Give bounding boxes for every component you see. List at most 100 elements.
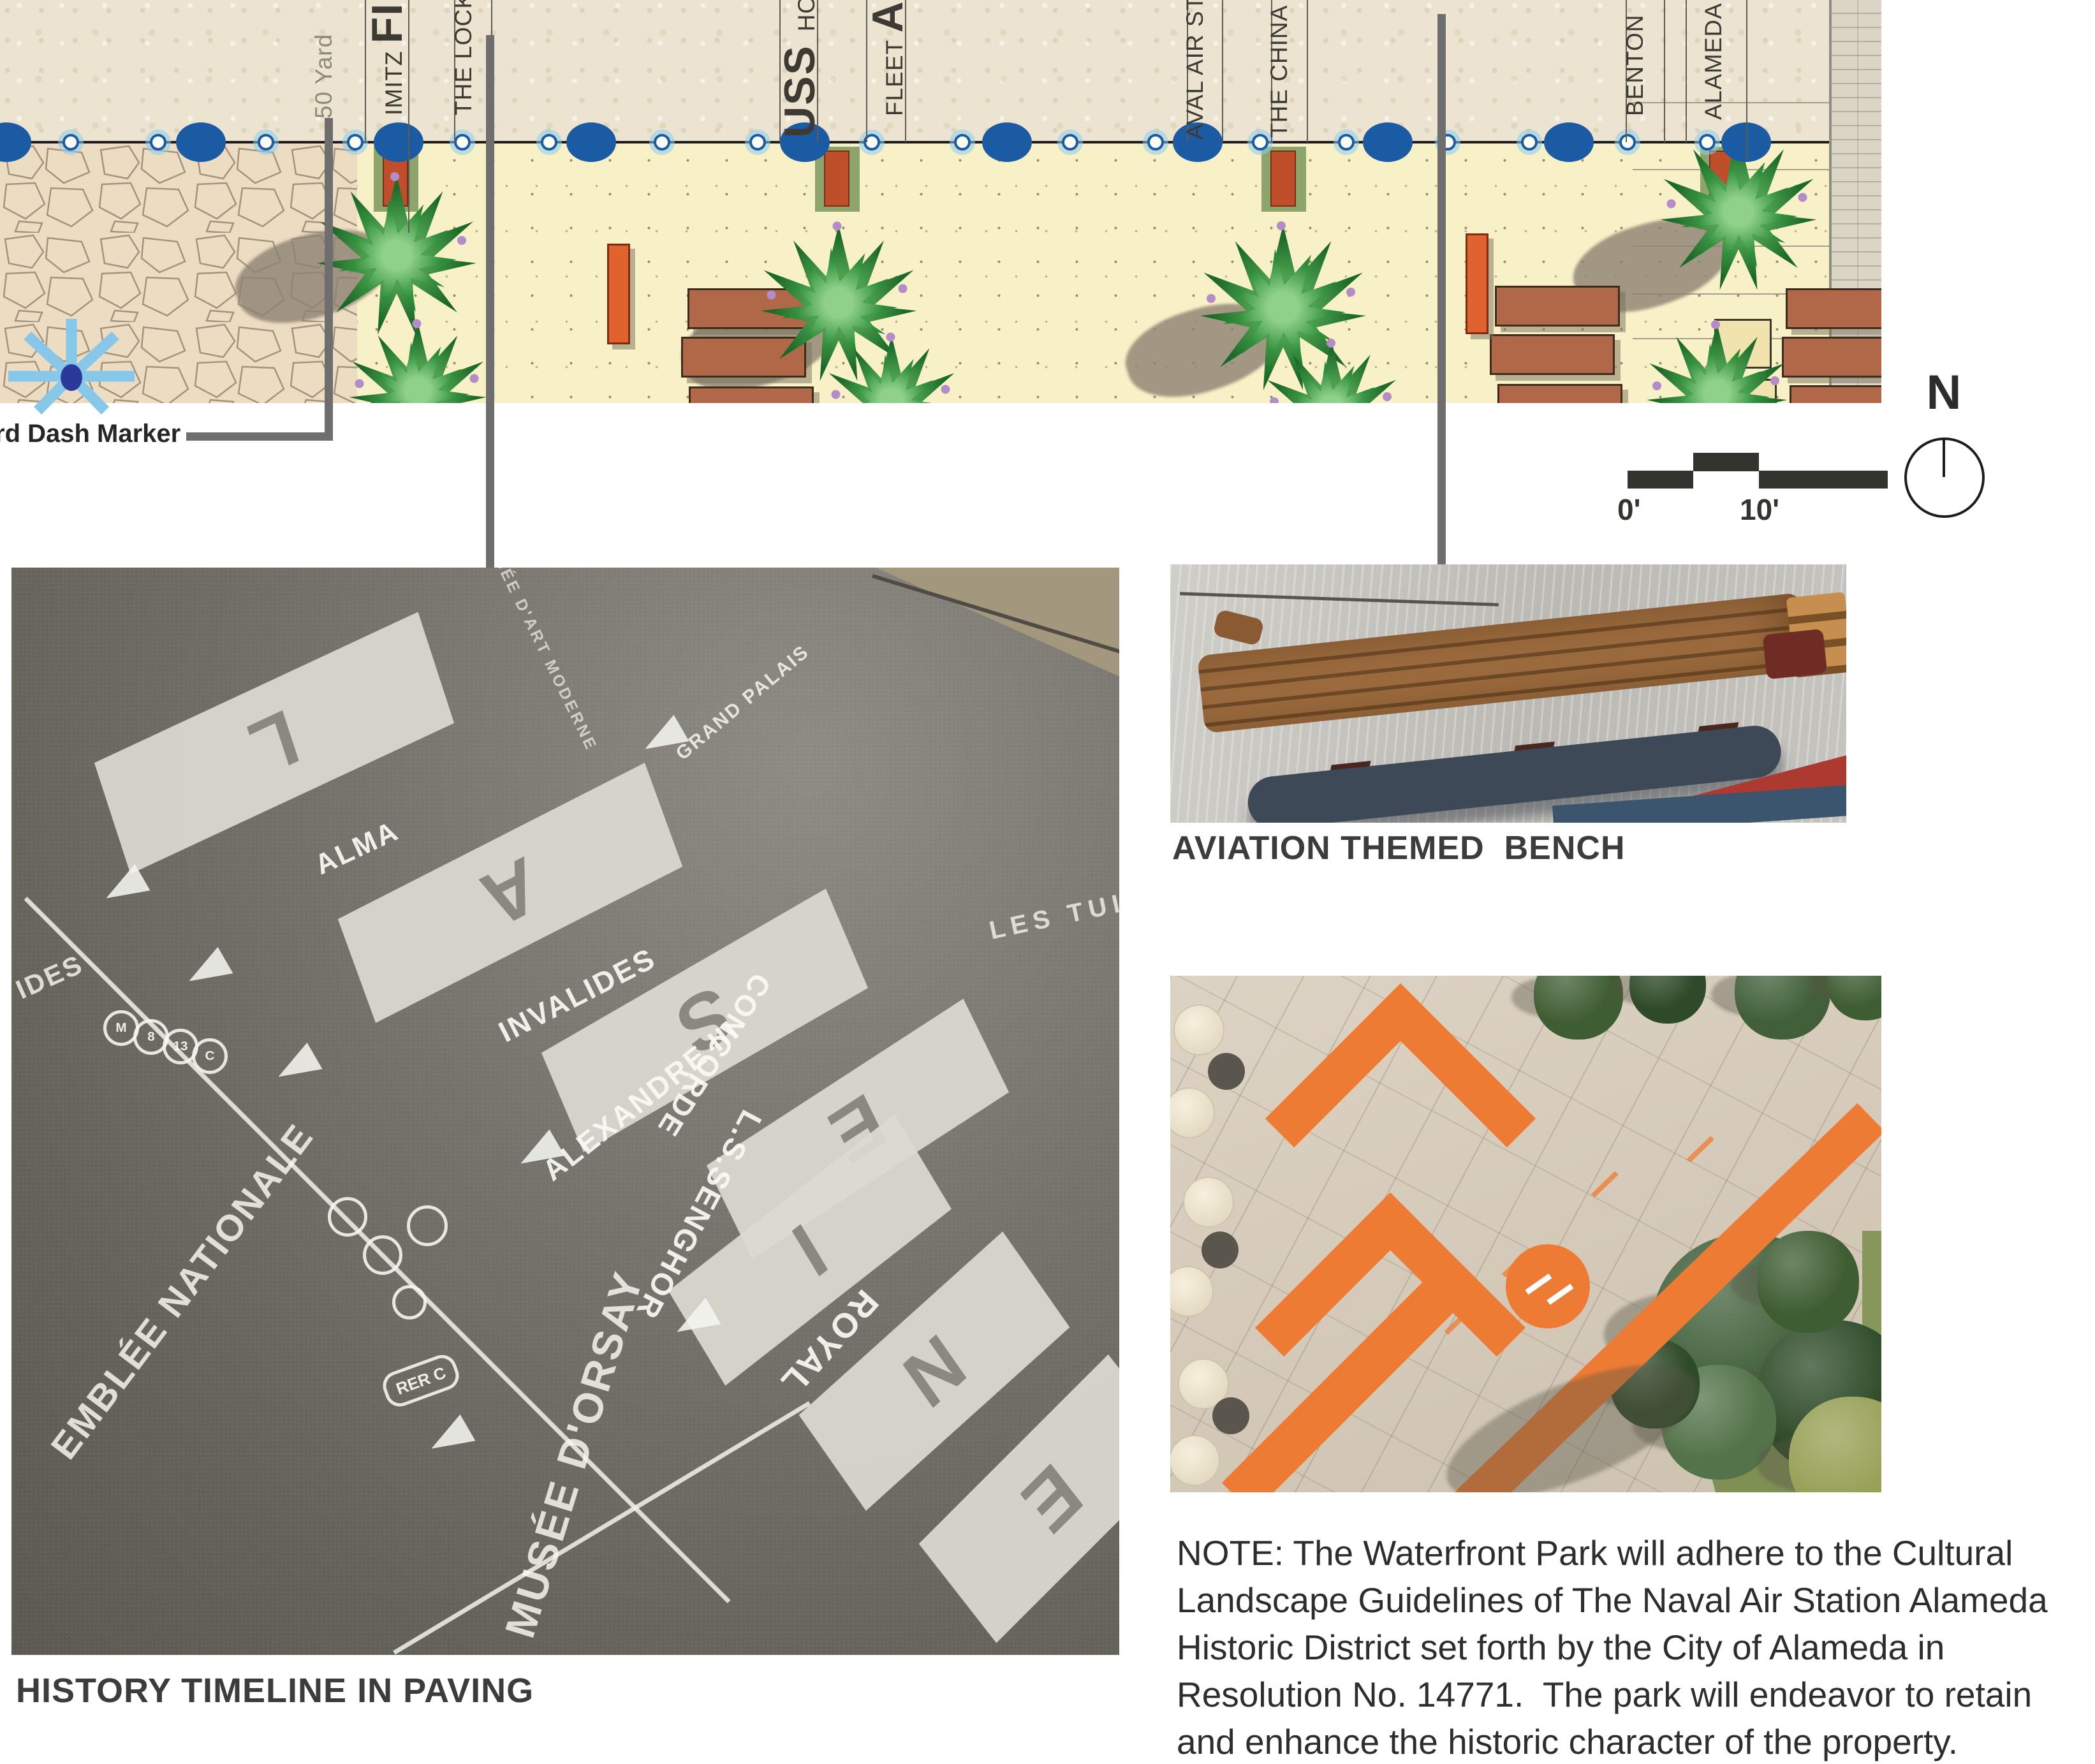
seine-letter: L (239, 692, 309, 794)
timeline-dot (780, 122, 830, 162)
dark-umbrella (1212, 1397, 1249, 1434)
tree-canopy (1534, 976, 1623, 1040)
street-label-uss-hornet: USS HOR (775, 0, 825, 138)
bench-end-support (1762, 628, 1828, 680)
tree-canopy (1757, 1231, 1859, 1333)
label-guide-line (905, 0, 906, 142)
street-label-text: HOR (793, 0, 820, 32)
yard-dash-marker-icon (8, 319, 135, 415)
dash-marker-leader-vertical (325, 118, 333, 440)
palm-flower (1652, 381, 1661, 391)
plan-kiosk (1466, 233, 1489, 334)
street-label-benton: BENTON (1622, 14, 1649, 116)
street-label-fifty-yard-marker: 50 Yard (311, 34, 337, 119)
scale-ten-label: 10' (1740, 493, 1780, 526)
note-paragraph: NOTE: The Waterfront Park will adhere to… (1177, 1529, 2048, 1764)
palm-tree-icon (826, 332, 957, 403)
plan-bench (1490, 334, 1615, 375)
dash-marker-label: rd Dash Marker (0, 420, 181, 448)
note-line: Landscape Guidelines of The Naval Air St… (1177, 1580, 2048, 1620)
label-guide-line (1187, 0, 1188, 142)
aerial-plaza-photo (1170, 976, 1881, 1492)
label-guide-line (1222, 0, 1223, 142)
plan-bench (1786, 288, 1881, 329)
seine-letter: N (889, 1317, 980, 1425)
timeline-small-marker (454, 134, 471, 151)
planter-box (1270, 151, 1296, 207)
street-label-text: AI (864, 0, 912, 33)
label-guide-line (1307, 0, 1308, 142)
street-label-text: ALAMEDA (1700, 0, 1726, 120)
street-label-nimitz-field: IMITZ FIE (362, 0, 412, 115)
palm-flower (886, 332, 895, 342)
timeline-small-marker (1252, 134, 1268, 151)
street-label-text: THE CHINA C (1266, 0, 1292, 138)
palm-flower (412, 319, 422, 328)
timeline-small-marker (654, 134, 670, 151)
palm-flower (832, 221, 842, 231)
aviation-bench-photo (1170, 564, 1846, 823)
palm-flower (1798, 193, 1807, 202)
dark-umbrella (1202, 1231, 1239, 1268)
timeline-small-marker (1521, 134, 1538, 151)
timeline-small-marker (1062, 134, 1078, 151)
white-umbrella (1170, 1266, 1214, 1317)
palm-flower (1382, 392, 1392, 401)
street-label-the-lockheed: THE LOCKHE (450, 0, 477, 115)
note-line: Resolution No. 14771. The park will ende… (1177, 1675, 2033, 1714)
plan-bench (689, 386, 814, 403)
seine-letter: I (779, 1206, 841, 1294)
label-guide-line (408, 0, 409, 233)
label-guide-line (365, 0, 366, 142)
label-guide-line (1746, 0, 1747, 159)
plan-kiosk (607, 244, 630, 344)
timeline-small-marker (1338, 134, 1355, 151)
white-umbrella (1170, 1435, 1220, 1486)
plan-field-area (0, 0, 1881, 143)
palm-flower (469, 374, 479, 383)
plan-bench (681, 337, 806, 378)
building-grid-line (1633, 293, 1881, 295)
metro-circle-icon (363, 1235, 402, 1275)
scale-bar-segment (1628, 471, 1693, 489)
plan-bench (1495, 286, 1620, 327)
palm-flower (898, 284, 908, 293)
street-label-text: THE LOCKHE (450, 0, 476, 115)
building-grid-line (1633, 246, 1881, 247)
timeline-small-marker (954, 134, 971, 151)
timeline-small-marker (347, 134, 364, 151)
note-line: and enhance the historic character of th… (1177, 1722, 1958, 1761)
metro-circle-icon (407, 1205, 448, 1246)
tree-canopy (1827, 976, 1881, 1020)
timeline-small-marker (1619, 134, 1636, 151)
label-guide-line (454, 0, 455, 142)
timeline-dot (1544, 122, 1594, 162)
label-guide-line (1664, 0, 1665, 142)
orange-circle-marker (1506, 1244, 1590, 1328)
circle-text-dash (1525, 1274, 1552, 1295)
timeline-small-marker (864, 134, 880, 151)
palm-flower (1711, 320, 1721, 329)
bench-photo-caption: AVIATION THEMED BENCH (1172, 830, 1626, 867)
metro-circle-icon (328, 1197, 367, 1237)
palm-tree-icon (1265, 338, 1399, 403)
metro-circle-icon (392, 1285, 427, 1319)
palm-tree-icon (1647, 320, 1787, 403)
label-guide-line (1686, 0, 1687, 142)
timeline-small-marker (62, 134, 79, 151)
palm-tree-icon (349, 319, 487, 403)
note-line: Historic District set forth by the City … (1177, 1628, 1945, 1667)
white-umbrella (1183, 1177, 1234, 1228)
label-guide-line (1271, 0, 1272, 142)
label-guide-line (779, 0, 781, 142)
paving-photo-leader (486, 35, 494, 568)
timeline-dot (1173, 122, 1223, 162)
building-brick-strip (1829, 0, 1881, 403)
street-label-the-china-clipper: THE CHINA C (1266, 0, 1293, 138)
seine-letter: E (1008, 1446, 1097, 1551)
history-timeline-line (0, 141, 1829, 143)
scale-bar-segment (1693, 453, 1759, 471)
timeline-dot (176, 122, 226, 162)
plan-bench (1790, 385, 1881, 403)
